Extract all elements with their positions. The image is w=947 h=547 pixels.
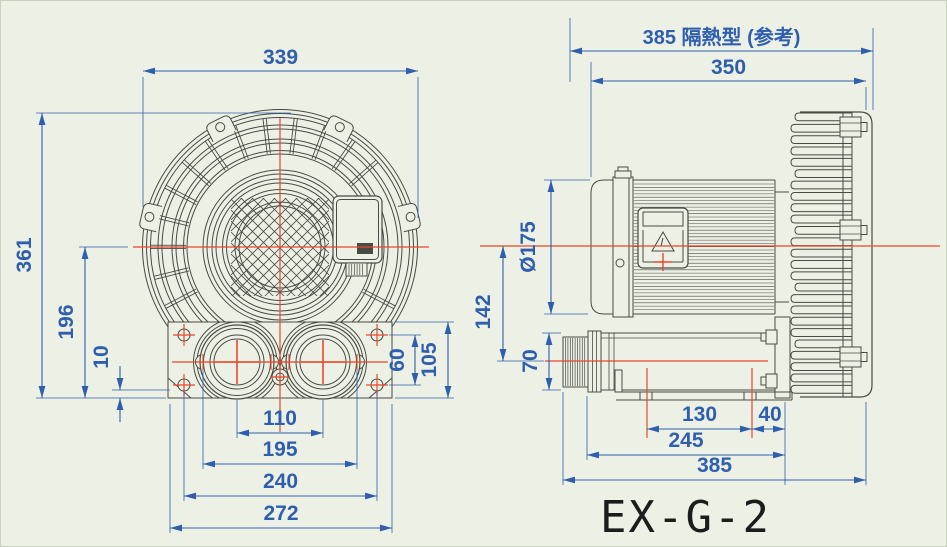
dimension-label: Ø175 <box>517 221 540 273</box>
nameplate <box>637 207 689 269</box>
dimension-label: 130 <box>682 403 717 426</box>
centerlines-front <box>133 118 429 432</box>
dimension-label: 385 <box>697 454 732 477</box>
front-view: 339 361 196 10 60 105 110 195 240 272 <box>13 46 454 533</box>
cable-connector <box>345 262 368 277</box>
dimension-label: 339 <box>263 46 298 69</box>
dimension-label: 60 <box>386 348 409 371</box>
blower-fin-stack <box>790 111 873 398</box>
dimension-label: 361 <box>13 237 36 272</box>
centerlines-side <box>480 245 940 438</box>
dimension-label: 272 <box>263 502 298 525</box>
motor-body <box>590 166 789 318</box>
front-dimensions: 339 361 196 10 60 105 110 195 240 272 <box>13 46 454 533</box>
dimension-label: 110 <box>263 407 297 430</box>
cover-bolts <box>839 116 868 368</box>
dimension-label: 240 <box>263 470 298 493</box>
dimension-label: 10 <box>90 345 113 368</box>
dimension-label: 350 <box>711 56 746 79</box>
dimension-label: 105 <box>418 342 441 377</box>
base-plate <box>614 369 793 401</box>
warning-triangle-icon <box>651 231 675 252</box>
dimension-label: 142 <box>472 294 495 329</box>
motor-cooling-fins <box>634 183 774 310</box>
dimension-label: 196 <box>55 304 78 339</box>
dimension-label: 40 <box>758 403 781 426</box>
dimension-label: 385 隔熱型 (参考) <box>643 25 801 49</box>
dimension-label: 195 <box>262 438 297 461</box>
support-bracket <box>760 316 791 399</box>
dimension-label: 245 <box>668 429 703 452</box>
terminal-box <box>332 195 383 264</box>
model-label: EX-G-2 <box>600 492 771 543</box>
dimension-label: 70 <box>519 349 542 372</box>
